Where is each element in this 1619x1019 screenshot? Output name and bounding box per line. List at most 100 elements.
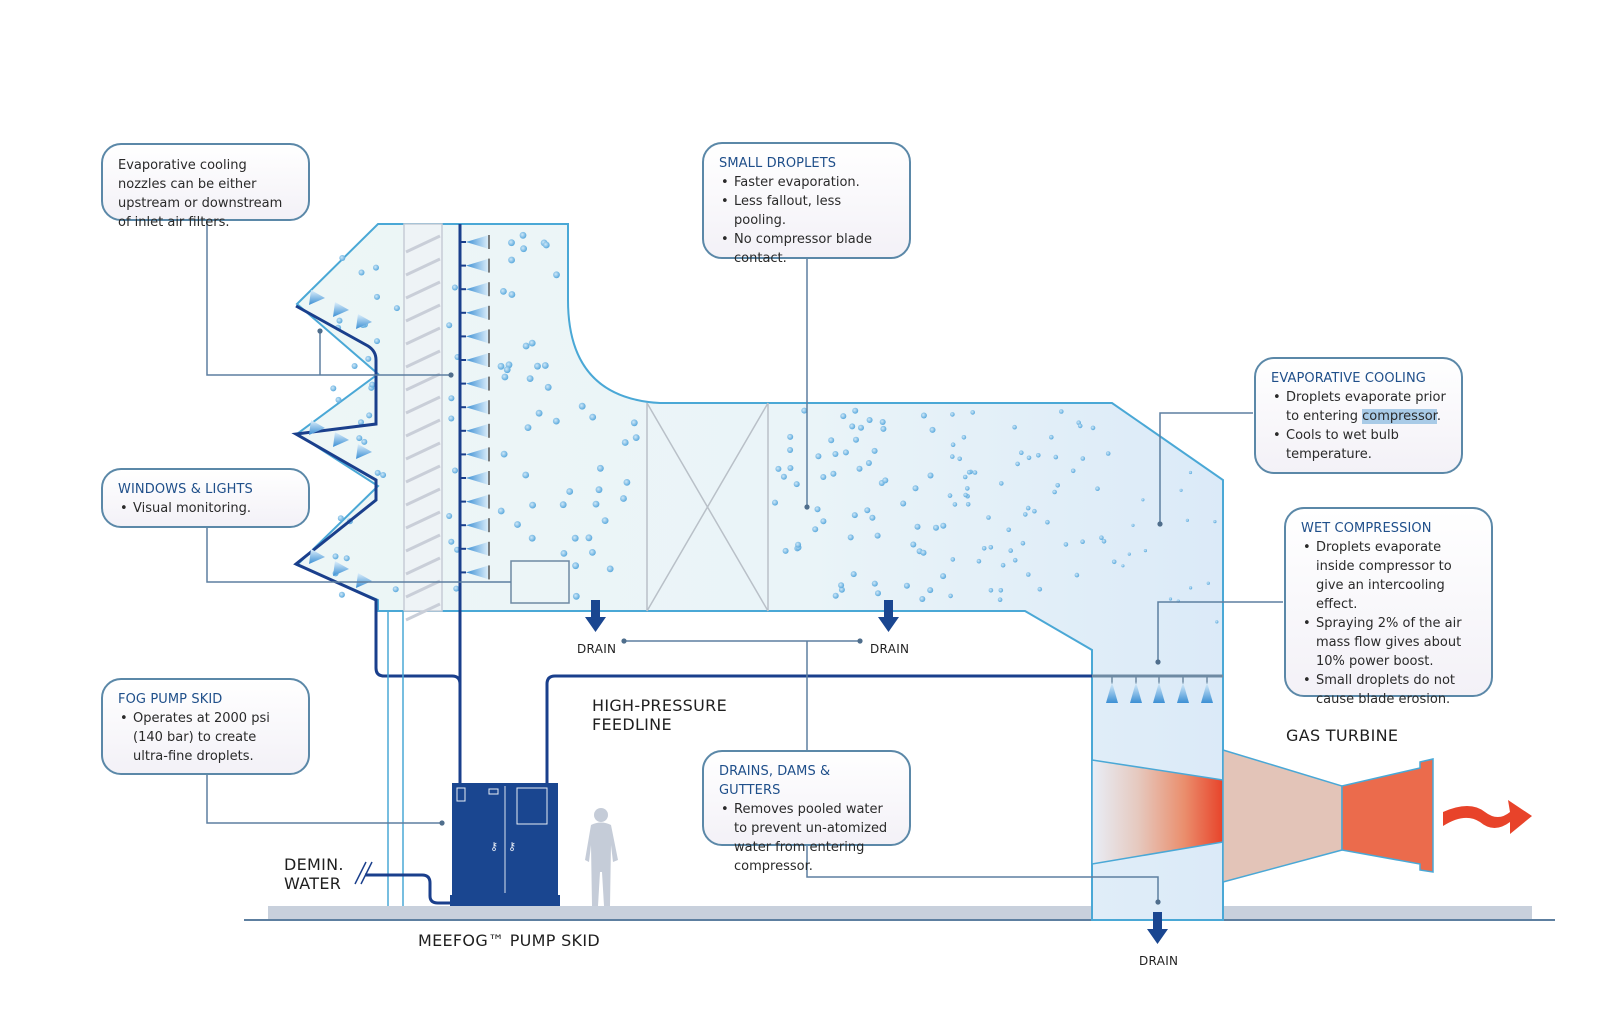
droplet xyxy=(976,558,982,564)
droplet xyxy=(961,435,967,440)
filter-hatch xyxy=(405,418,441,438)
spray-nozzle-icon xyxy=(309,549,325,564)
droplet xyxy=(869,514,876,521)
spray-nozzle-icon xyxy=(333,561,349,576)
demin-label-line: DEMIN. xyxy=(284,855,344,874)
feedline-label-line: FEEDLINE xyxy=(592,715,672,734)
drain-label: DRAIN xyxy=(870,642,910,656)
droplet xyxy=(814,506,821,513)
droplet xyxy=(1019,450,1024,456)
spray-nozzle-icon xyxy=(466,565,489,580)
droplet xyxy=(874,532,881,539)
callout-bullet: Spraying 2% of the air mass flow gives a… xyxy=(1301,614,1477,671)
droplet xyxy=(1070,468,1076,474)
droplet xyxy=(1141,498,1145,502)
droplet xyxy=(1105,451,1111,456)
droplet xyxy=(1020,540,1026,546)
droplet xyxy=(330,385,337,392)
droplet xyxy=(1037,586,1043,592)
drain-arrow-icon xyxy=(585,600,606,632)
droplet xyxy=(1026,572,1031,577)
droplet xyxy=(1006,527,1011,533)
droplet xyxy=(589,413,597,421)
callout-bullet: Small droplets do not cause blade erosio… xyxy=(1301,671,1477,709)
callout-title: SMALL DROPLETS xyxy=(719,156,837,171)
droplet xyxy=(997,597,1003,602)
demin-label-line: WATER xyxy=(284,874,342,893)
filter-hatch xyxy=(405,349,441,369)
spray-nozzle-icon xyxy=(466,305,489,320)
highlighted-word[interactable]: compressor xyxy=(1362,409,1437,424)
droplet xyxy=(553,271,560,279)
droplet xyxy=(864,507,871,514)
droplet xyxy=(589,549,596,556)
droplet xyxy=(965,486,970,491)
spray-nozzle-icon xyxy=(1177,682,1189,703)
droplet xyxy=(1206,581,1210,585)
droplet xyxy=(1036,453,1041,458)
droplet xyxy=(1131,523,1135,527)
filter-hatch xyxy=(405,487,441,507)
droplet xyxy=(970,410,975,415)
droplet xyxy=(1099,535,1104,540)
droplet xyxy=(571,534,579,542)
droplet xyxy=(524,424,532,431)
drain-arrow-icon xyxy=(878,600,899,632)
droplet xyxy=(858,424,864,431)
filter-hatch xyxy=(405,579,441,599)
droplet xyxy=(623,479,631,486)
spray-nozzle-icon xyxy=(466,329,489,344)
droplet xyxy=(1121,564,1125,568)
droplet xyxy=(1055,483,1060,488)
droplet xyxy=(1074,572,1080,578)
filter-hatch xyxy=(405,326,441,346)
droplet xyxy=(1213,520,1217,524)
droplet xyxy=(1215,620,1219,624)
callout-bullet: Operates at 2000 psi (140 bar) to create… xyxy=(118,709,294,766)
droplet xyxy=(820,518,827,525)
hood-manifold-pipe xyxy=(291,304,462,685)
callout-bullet: No compressor blade contact. xyxy=(719,230,895,268)
droplet xyxy=(981,546,987,551)
droplet xyxy=(950,557,956,562)
droplet xyxy=(332,553,339,560)
spray-nozzle-icon xyxy=(466,376,489,391)
droplet xyxy=(1080,539,1085,544)
filter-hatch xyxy=(405,533,441,553)
droplet xyxy=(820,474,827,480)
spray-nozzle-icon xyxy=(466,282,489,297)
droplet xyxy=(446,322,453,329)
droplet xyxy=(840,413,847,420)
droplet xyxy=(528,339,536,347)
droplet xyxy=(988,588,994,593)
filter-hatch xyxy=(405,234,441,254)
droplet xyxy=(948,593,953,599)
spray-nozzle-icon xyxy=(356,573,372,588)
droplet xyxy=(448,415,455,422)
droplet xyxy=(351,363,358,369)
mist-eliminator xyxy=(646,402,769,612)
droplet xyxy=(929,426,936,433)
droplet xyxy=(947,493,953,498)
droplet xyxy=(912,485,919,492)
droplet xyxy=(559,501,567,509)
droplet xyxy=(497,507,505,515)
droplet xyxy=(451,284,458,291)
bullet-text: . xyxy=(1436,409,1441,424)
droplet xyxy=(1053,454,1059,460)
droplet xyxy=(374,338,380,345)
droplet xyxy=(541,362,549,369)
droplet xyxy=(338,591,345,598)
gas-turbine xyxy=(1091,748,1434,883)
droplet xyxy=(337,515,344,522)
droplet xyxy=(366,412,373,419)
droplet xyxy=(529,501,536,509)
droplet xyxy=(950,412,955,417)
droplet xyxy=(374,293,380,300)
droplet xyxy=(620,495,627,502)
droplet xyxy=(998,588,1004,593)
droplet xyxy=(963,492,968,498)
pump-skid: ⚷ ⚷ xyxy=(450,783,560,906)
droplet xyxy=(850,571,857,578)
droplet xyxy=(393,305,400,312)
